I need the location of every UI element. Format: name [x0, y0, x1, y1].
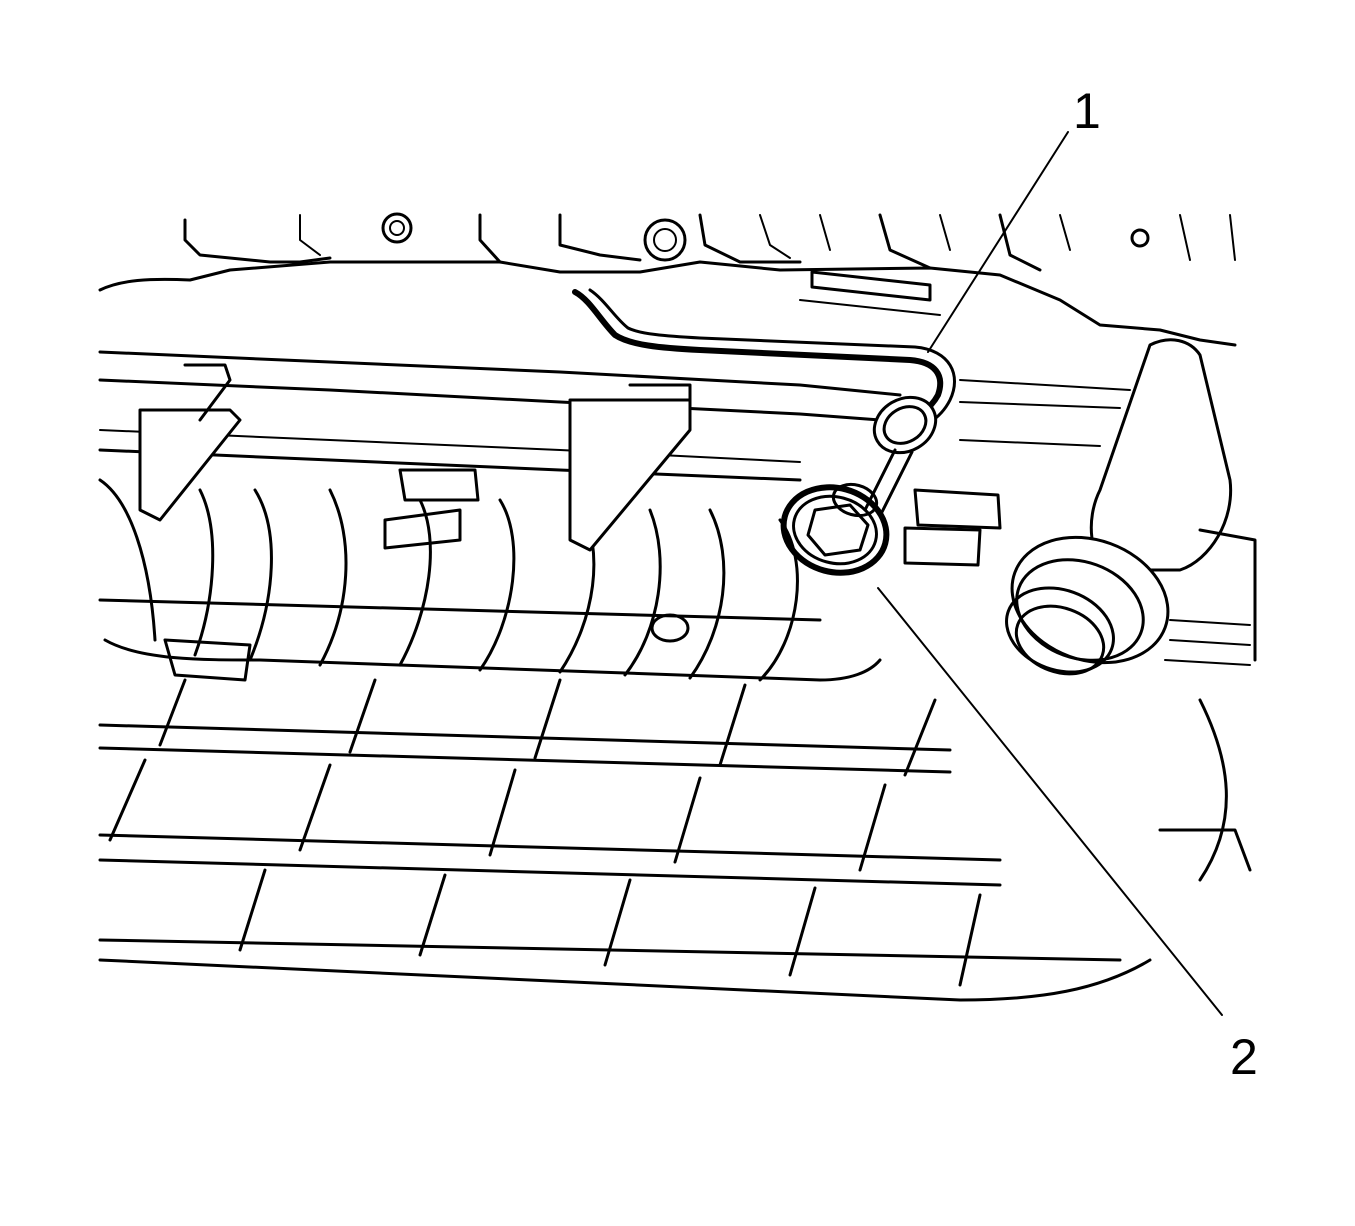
lower-pan-grid	[98, 678, 1152, 1002]
leader-lines	[877, 131, 1223, 1016]
callout-number-1: 1	[1073, 83, 1101, 139]
connector-clips	[138, 363, 1002, 682]
actuator-body	[1005, 338, 1257, 882]
corrugated-housing	[98, 478, 882, 682]
upper-housing	[98, 212, 1237, 347]
fluid-tube	[572, 288, 956, 514]
seal-grommet	[780, 482, 890, 576]
rail-assembly	[98, 350, 1131, 482]
callout-number-2: 2	[1230, 1029, 1258, 1085]
